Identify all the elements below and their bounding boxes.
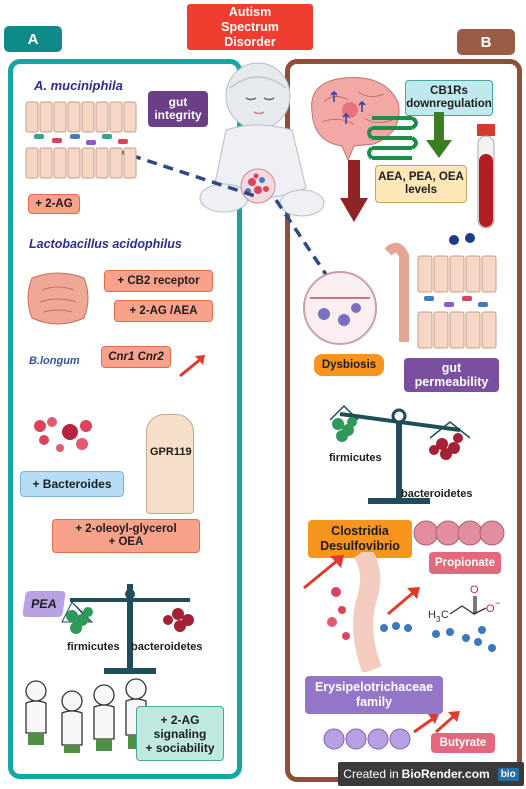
firmicutes-label-b: firmicutes — [329, 452, 382, 464]
tab-b: B — [457, 29, 515, 55]
svg-text:−: − — [495, 598, 500, 608]
erysipelotrichaceae-badge: Erysipelotrichaceae family — [305, 676, 443, 714]
erysip-line-2: family — [355, 695, 393, 709]
gut-permeability-badge: gut permeability — [404, 358, 499, 392]
enteroendocrine-cell — [146, 414, 194, 514]
signaling-line-3: + sociability — [145, 740, 215, 755]
oleoyl-line-2: + OEA — [108, 536, 144, 548]
bacteroidetes-label-b: bacteroidetes — [401, 488, 473, 500]
clostridia-line-1: Clostridia — [331, 524, 389, 538]
gpr119-label: GPR119 — [150, 446, 192, 458]
cb1-line-2: downregulation — [406, 98, 492, 110]
footer-brand: BioRender.com — [401, 767, 490, 781]
oleoyl-glycerol-badge: + 2-oleoyl-glycerol + OEA — [52, 519, 200, 553]
baby-illustration — [199, 62, 325, 217]
villi-strip-illustration — [327, 552, 382, 672]
balance-scale-b — [330, 404, 471, 504]
cnr-genes-badge: Cnr1 Cnr2 — [101, 346, 171, 368]
svg-text:O: O — [470, 584, 479, 596]
propionate-bacteria-chain — [413, 520, 505, 546]
increase-arrow-icon-b2 — [387, 587, 420, 616]
footer-created-in: Created in — [343, 767, 399, 781]
cb2-receptor-badge: + CB2 receptor — [104, 270, 213, 292]
intestine-illustration — [27, 272, 89, 325]
butyrate-badge: Butyrate — [431, 733, 495, 753]
panel-a-frame — [8, 59, 242, 779]
a-muciniphila-label: A. muciniphila — [34, 78, 123, 93]
oleoyl-line-1: + 2-oleoyl-glycerol — [75, 523, 177, 535]
two-ag-badge-a: + 2-AG — [28, 194, 80, 214]
svg-text:O: O — [486, 603, 495, 615]
levels-line-1: AEA, PEA, OEA — [378, 171, 464, 183]
balance-scale-a — [61, 584, 194, 674]
two-ag-aea-badge: + 2-AG /AEA — [114, 300, 213, 322]
down-arrow-green — [426, 112, 452, 158]
blood-tube-illustration — [477, 124, 495, 229]
epithelium-a-illustration — [25, 101, 137, 179]
clostridia-desulfovibrio-badge: Clostridia Desulfovibrio — [308, 520, 412, 558]
epithelium-b-illustration — [384, 233, 497, 349]
clostridia-line-2: Desulfovibrio — [320, 539, 400, 553]
erysip-line-1: Erysipelotrichaceae — [314, 680, 434, 694]
svg-text:C: C — [441, 609, 449, 621]
firmicutes-label-a: firmicutes — [67, 641, 120, 653]
propionate-molecule: H 3 C O O − — [428, 584, 500, 624]
signaling-sociability-badge: + 2-AG signaling + sociability — [136, 706, 224, 761]
title-text: Autism Spectrum Disorder — [221, 4, 279, 49]
cb1-line-1: CB1Rs — [430, 85, 468, 97]
levels-line-2: levels — [405, 184, 437, 196]
increase-arrow-icon-b3 — [413, 711, 460, 734]
blue-particles — [380, 622, 496, 652]
bacteroides-badge: + Bacteroides — [20, 471, 124, 497]
zoom-circle-illustration — [303, 271, 377, 345]
gut-integrity-text: gut integrity — [154, 95, 202, 122]
aea-pea-oea-levels-badge: AEA, PEA, OEA levels — [375, 165, 467, 203]
gut-integrity-label: gut integrity — [148, 91, 208, 127]
svg-text:3: 3 — [436, 615, 441, 624]
bacteroidetes-label-a: bacteroidetes — [131, 641, 203, 653]
diagram-title: Autism Spectrum Disorder — [187, 4, 313, 50]
gut-perm-line-1: gut — [441, 361, 462, 375]
microbes-cluster-illustration — [34, 417, 92, 452]
cb1rs-downregulation-badge: CB1Rs downregulation — [405, 80, 493, 116]
dysbiosis-badge: Dysbiosis — [314, 354, 384, 376]
tab-a: A — [4, 26, 62, 52]
svg-text:H: H — [428, 609, 436, 621]
b-longum-label: B.longum — [29, 355, 80, 367]
gut-perm-line-2: permeability — [414, 375, 489, 389]
signaling-line-1: + 2-AG — [160, 712, 200, 727]
biorender-footer: Created in BioRender.com bio — [338, 762, 524, 786]
cb1-receptor-illustration — [367, 116, 418, 160]
lactobacillus-label: Lactobacillus acidophilus — [29, 237, 182, 251]
propionate-badge: Propionate — [429, 552, 501, 574]
increase-arrow-icon-b1 — [303, 555, 344, 590]
butyrate-bacteria-chain — [323, 728, 411, 750]
signaling-line-2: signaling — [153, 726, 207, 741]
biorender-logo-icon: bio — [497, 767, 519, 781]
down-arrow-red — [340, 160, 368, 222]
increase-arrow-icon — [179, 355, 205, 378]
